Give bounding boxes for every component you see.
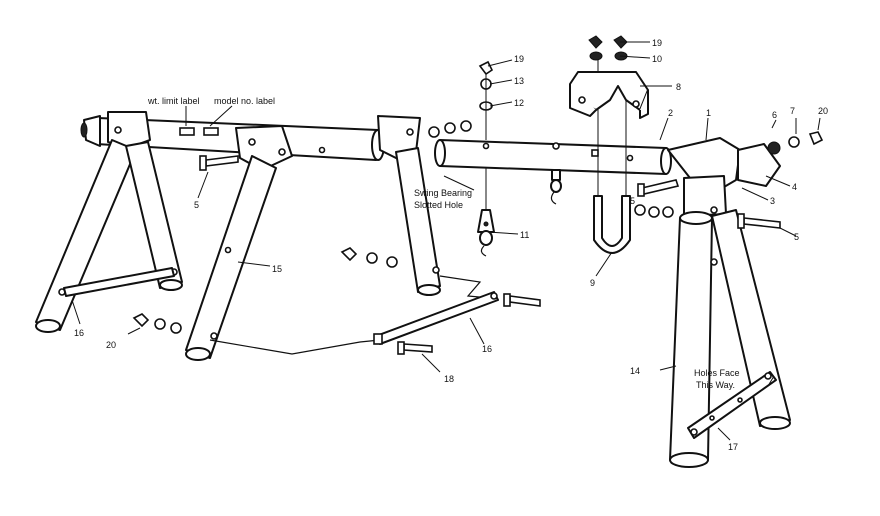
callout-3: 3 bbox=[770, 196, 775, 206]
bolt-5-left bbox=[199, 155, 239, 171]
hardware-20-left bbox=[132, 313, 182, 334]
callout-20-left: 20 bbox=[106, 340, 116, 350]
callout-14: 14 bbox=[630, 366, 640, 376]
end-nuts bbox=[428, 120, 472, 138]
callout-12: 12 bbox=[514, 98, 524, 108]
callout-16-right: 16 bbox=[482, 344, 492, 354]
callout-6: 6 bbox=[772, 110, 777, 120]
middle-leg-front bbox=[185, 155, 277, 359]
end-cap bbox=[737, 143, 781, 187]
right-a-frame bbox=[667, 137, 791, 468]
swing-bearing-hook-center bbox=[550, 169, 562, 205]
holes-face-note-line1: Holes Face bbox=[694, 368, 740, 378]
bolt-lower-center-right bbox=[503, 293, 541, 307]
clamp-bracket bbox=[569, 71, 649, 119]
right-leg-of-left-frame bbox=[395, 147, 441, 293]
center-top-bar bbox=[434, 139, 672, 175]
hardware-lower-center bbox=[340, 247, 398, 268]
assembly-line bbox=[439, 275, 491, 299]
model-no-label-plate bbox=[203, 127, 219, 136]
brace-16-lower bbox=[373, 291, 499, 345]
callout-2: 2 bbox=[668, 108, 673, 118]
left-brace bbox=[63, 267, 175, 297]
callout-19-right: 19 bbox=[652, 38, 662, 48]
swing-bearing-note-line1: Swing Bearing bbox=[414, 188, 472, 198]
bolt-18 bbox=[397, 341, 433, 355]
callout-17: 17 bbox=[728, 442, 738, 452]
bolt-5-right-upper bbox=[637, 179, 680, 197]
wt-limit-label-note: wt. limit label bbox=[147, 96, 200, 106]
holes-face-note-line2: This Way. bbox=[696, 380, 735, 390]
callout-20-right: 20 bbox=[818, 106, 828, 116]
callout-10: 10 bbox=[652, 54, 662, 64]
callout-15: 15 bbox=[272, 264, 282, 274]
callout-5-right-lower: 5 bbox=[794, 232, 799, 242]
bolt-5-right-lower bbox=[737, 213, 781, 229]
swing-bearing-note-line2: Slotted Hole bbox=[414, 200, 463, 210]
assembly-line bbox=[209, 339, 381, 355]
swing-hanger-11 bbox=[477, 168, 495, 257]
callout-5-right-upper: 5 bbox=[630, 196, 635, 206]
left-a-frame bbox=[35, 105, 441, 361]
callout-18: 18 bbox=[444, 374, 454, 384]
callout-4: 4 bbox=[792, 182, 797, 192]
left-leg-front bbox=[35, 139, 137, 331]
callout-5-left: 5 bbox=[194, 200, 199, 210]
callout-7: 7 bbox=[790, 106, 795, 116]
model-no-label-note: model no. label bbox=[214, 96, 275, 106]
callout-1: 1 bbox=[706, 108, 711, 118]
leader-lines bbox=[71, 41, 821, 441]
callout-11: 11 bbox=[520, 230, 529, 240]
callout-19-left: 19 bbox=[514, 54, 524, 64]
hardware-6-7-20 bbox=[767, 131, 824, 155]
callout-13: 13 bbox=[514, 76, 524, 86]
wt-limit-label-plate bbox=[179, 127, 195, 136]
left-leg-rear bbox=[125, 141, 183, 289]
callout-9: 9 bbox=[590, 278, 595, 288]
callout-16-left: 16 bbox=[74, 328, 84, 338]
hardware-stack-left bbox=[478, 60, 494, 140]
callout-8: 8 bbox=[676, 82, 681, 92]
nuts-right-lower bbox=[634, 204, 674, 218]
